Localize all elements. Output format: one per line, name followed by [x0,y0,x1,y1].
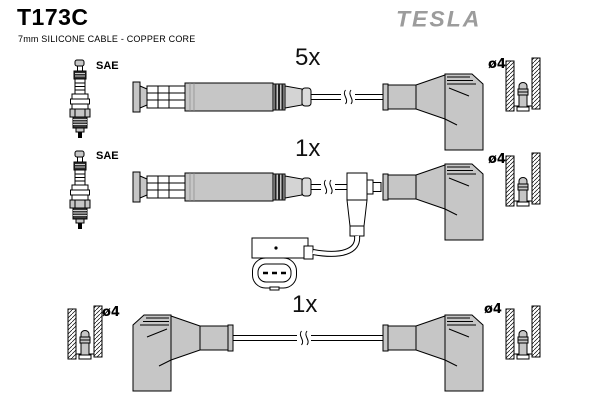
cable-spec-subtitle: 7mm SILICONE CABLE - COPPER CORE [18,34,196,44]
terminal-diameter-row-3-right: ø4 [484,302,502,317]
angled-boot-icon [382,314,484,392]
coil-plug-connector-icon [251,172,382,291]
angled-boot-icon [382,73,484,151]
spark-plug-icon [69,150,91,230]
terminal-diameter-row-3-left: ø4 [102,305,120,320]
lead-row-1 [69,57,541,151]
terminal-socket-cross-section-icon [505,152,541,207]
plug-standard-row-1: SAE [96,60,119,72]
terminal-diameter-row-2: ø4 [488,152,506,167]
terminal-socket-cross-section-icon [67,305,103,360]
spark-plug-icon [69,59,91,139]
lead-row-2 [69,150,541,291]
cable-break-icon [296,330,312,346]
straight-boot-icon [132,171,312,203]
plug-standard-row-2: SAE [96,150,119,162]
angled-boot-icon [382,163,484,241]
straight-boot-icon [132,81,312,113]
quantity-row-1: 5x [295,44,321,71]
quantity-row-2: 1x [295,135,321,162]
part-number: T173C [17,4,89,30]
brand-logo: TESLA [396,6,482,32]
terminal-diameter-row-1: ø4 [488,57,506,72]
angled-boot-icon [132,314,234,392]
lead-row-3 [67,305,541,392]
quantity-row-3: 1x [292,291,318,318]
terminal-socket-cross-section-icon [505,305,541,360]
terminal-socket-cross-section-icon [505,57,541,112]
cable-break-icon [320,179,336,195]
cable-break-icon [340,89,356,105]
